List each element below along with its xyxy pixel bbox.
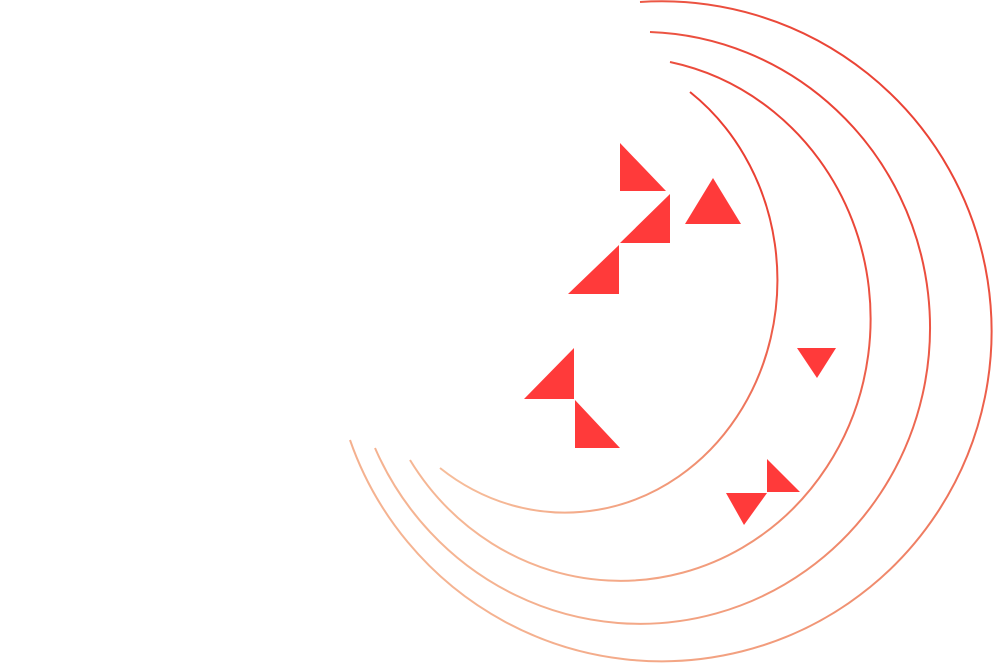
arc-middle	[374, 31, 932, 625]
triangle-icon	[620, 143, 666, 191]
concentric-arcs	[349, 0, 993, 663]
triangle-icon	[568, 245, 619, 294]
triangle-icon	[685, 178, 741, 224]
triangle-cluster	[524, 143, 836, 525]
arc-outer	[349, 0, 993, 663]
triangle-icon	[726, 493, 767, 525]
triangle-icon	[797, 348, 836, 378]
arc-inner	[409, 61, 872, 582]
triangle-icon	[524, 348, 574, 399]
triangle-icon	[767, 459, 800, 492]
triangle-icon	[620, 194, 670, 243]
arc-innermost	[439, 91, 779, 514]
triangle-icon	[575, 400, 620, 448]
